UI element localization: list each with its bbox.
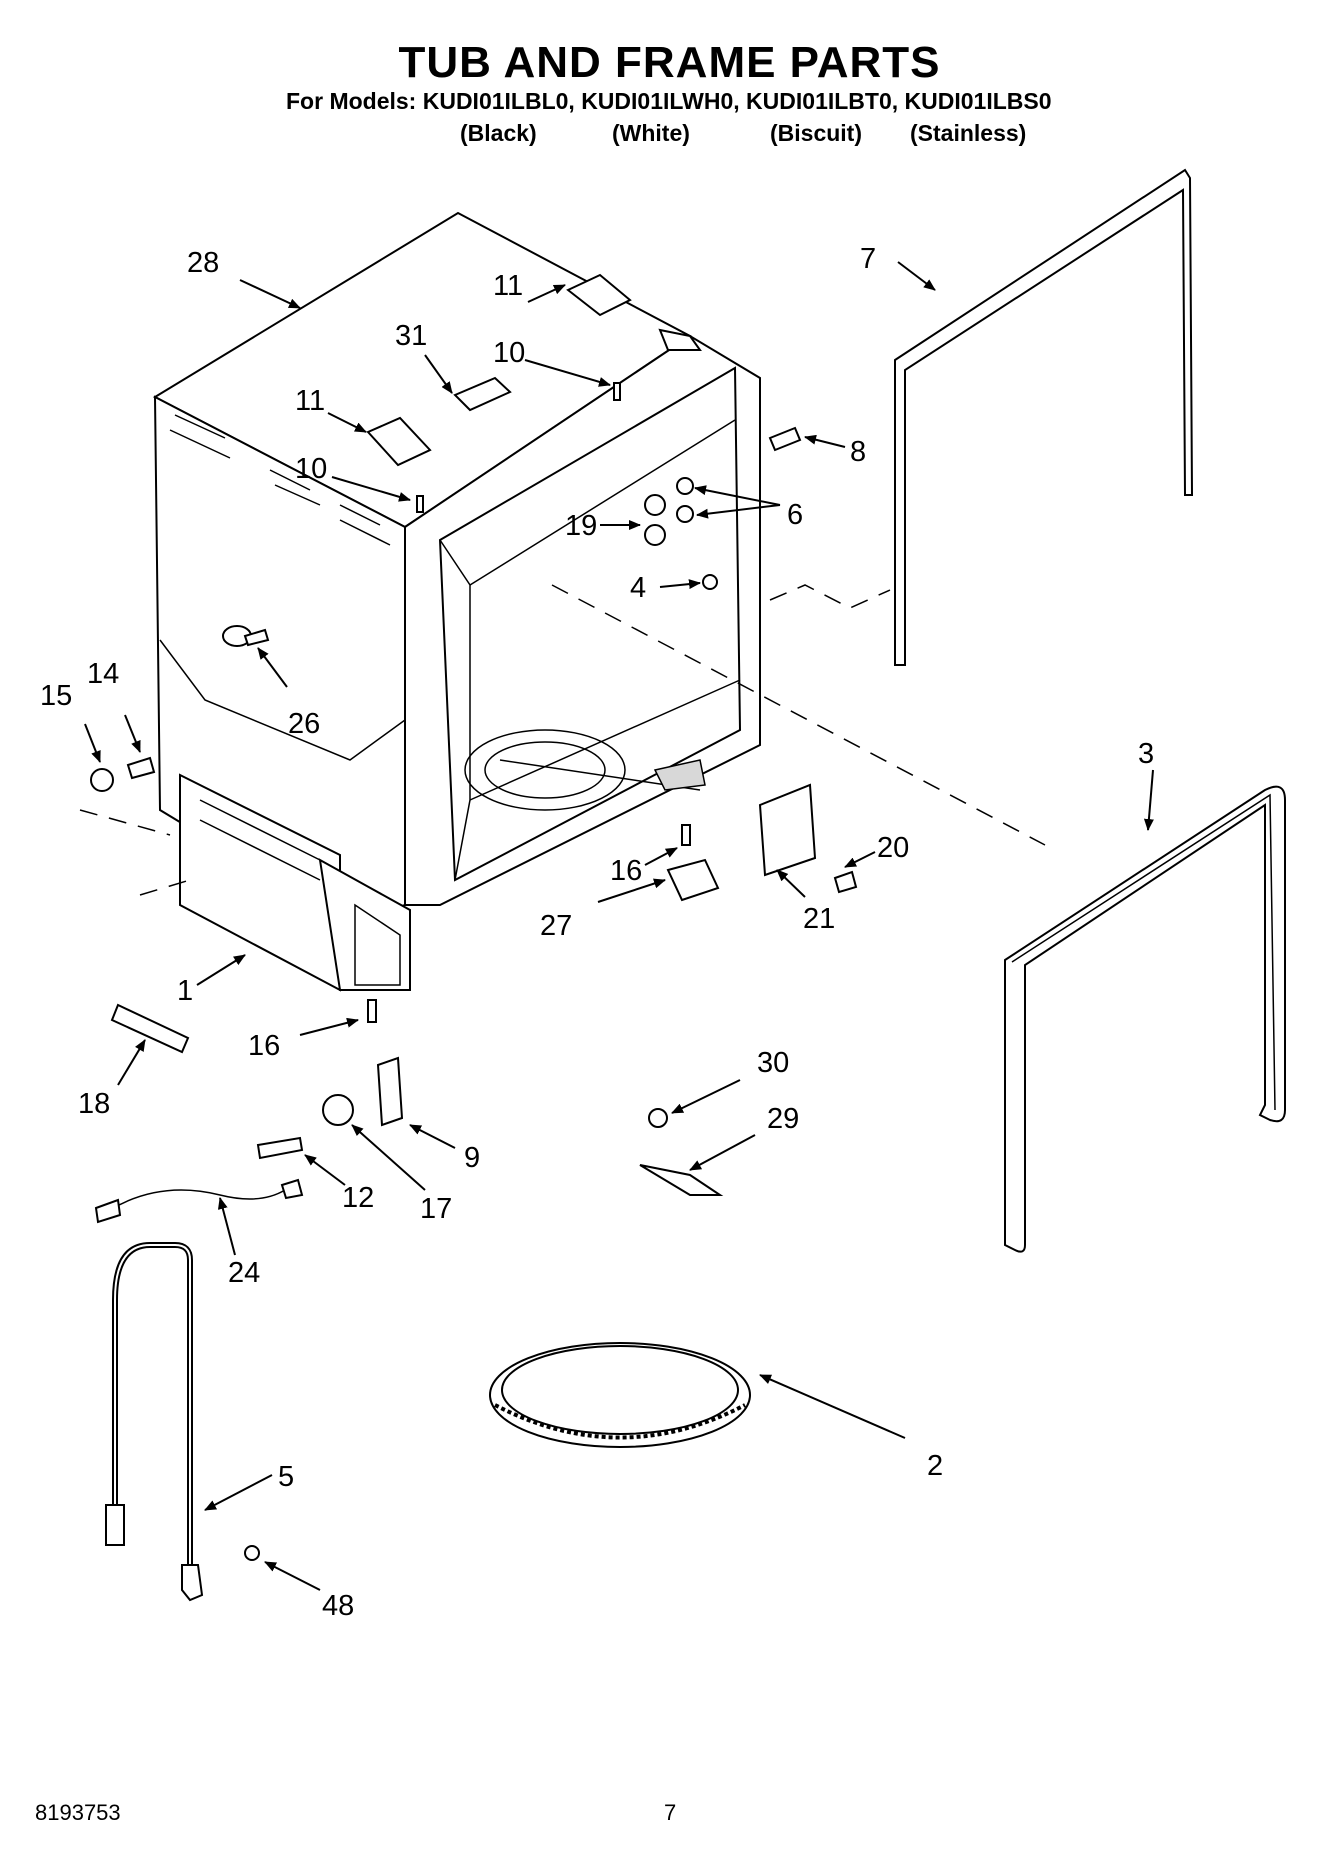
callout-1: 1 — [177, 975, 193, 1007]
callout-6: 6 — [787, 499, 803, 531]
tub-assembly — [152, 211, 761, 992]
part-2-ring — [489, 1342, 751, 1448]
callout-3: 3 — [1138, 738, 1154, 770]
leader-arrows — [84, 261, 1154, 1591]
callout-7: 7 — [860, 243, 876, 275]
color-white: (White) — [612, 120, 690, 146]
callout-4: 4 — [630, 572, 646, 604]
color-stainless: (Stainless) — [910, 120, 1027, 146]
page-title: TUB AND FRAME PARTS — [398, 38, 941, 87]
callout-30: 30 — [757, 1047, 789, 1079]
callout-8: 8 — [850, 436, 866, 468]
callout-labels: 28 11 31 10 11 10 7 8 6 19 4 26 15 14 3 … — [40, 243, 1154, 1622]
guide-lines — [79, 584, 1046, 896]
callout-18: 18 — [78, 1088, 110, 1120]
color-black: (Black) — [460, 120, 537, 146]
callout-10-mid: 10 — [295, 453, 327, 485]
doc-number: 8193753 — [35, 1800, 121, 1825]
callout-16-lower: 16 — [248, 1030, 280, 1062]
callout-48: 48 — [322, 1590, 354, 1622]
part-7-gasket — [894, 168, 1194, 666]
callout-12: 12 — [342, 1182, 374, 1214]
callout-9: 9 — [464, 1142, 480, 1174]
callout-19: 19 — [565, 510, 597, 542]
small-parts — [90, 273, 858, 1561]
models-line: For Models: KUDI01ILBL0, KUDI01ILWH0, KU… — [286, 88, 1052, 114]
callout-27: 27 — [540, 910, 572, 942]
part-24-wire — [94, 1178, 304, 1224]
callout-31: 31 — [395, 320, 427, 352]
callout-20: 20 — [877, 832, 909, 864]
callout-29: 29 — [767, 1103, 799, 1135]
color-biscuit: (Biscuit) — [770, 120, 862, 146]
callout-10-top: 10 — [493, 337, 525, 369]
callout-17: 17 — [420, 1193, 452, 1225]
part-5-hose — [105, 1242, 204, 1602]
callout-26: 26 — [288, 708, 320, 740]
callout-15: 15 — [40, 680, 72, 712]
callout-5: 5 — [278, 1461, 294, 1493]
callout-28: 28 — [187, 247, 219, 279]
page-number: 7 — [664, 1800, 677, 1825]
callout-2: 2 — [927, 1450, 943, 1482]
callout-16-upper: 16 — [610, 855, 642, 887]
part-3-seal — [1004, 785, 1286, 1253]
callout-24: 24 — [228, 1257, 260, 1289]
callout-11-mid: 11 — [295, 385, 325, 417]
callout-11-top: 11 — [493, 270, 523, 302]
callout-21: 21 — [803, 903, 835, 935]
callout-14: 14 — [87, 658, 119, 690]
